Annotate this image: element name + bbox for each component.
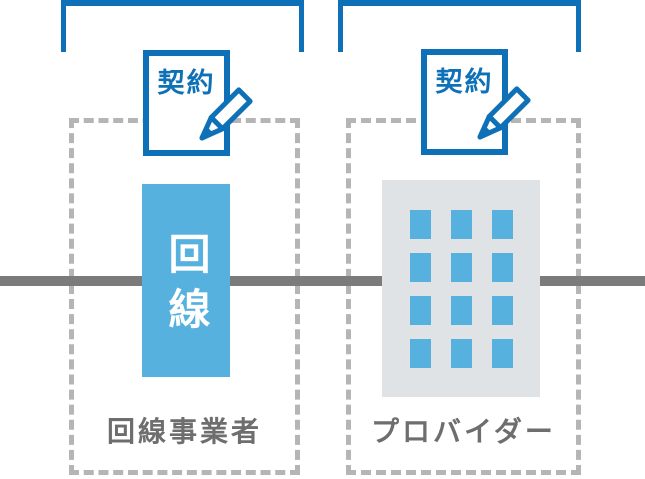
network-line xyxy=(0,276,645,286)
building-window xyxy=(491,253,513,282)
building-window xyxy=(450,296,472,325)
building-window xyxy=(450,210,472,239)
line-block: 回線 xyxy=(142,184,230,377)
building-window xyxy=(409,210,431,239)
pencil-icon xyxy=(199,87,253,141)
contract-label: 契約 xyxy=(157,68,216,98)
building-window xyxy=(409,339,431,368)
right-bracket xyxy=(338,0,581,52)
provider-label: プロバイダー xyxy=(371,416,556,447)
building-window xyxy=(450,339,472,368)
building-window xyxy=(409,253,431,282)
building-icon xyxy=(382,180,540,397)
building-window xyxy=(491,210,513,239)
left-bracket xyxy=(61,0,304,52)
building-window xyxy=(409,296,431,325)
building-window xyxy=(491,296,513,325)
building-window xyxy=(491,339,513,368)
line-block-label: 回線 xyxy=(163,232,210,342)
building-window xyxy=(450,253,472,282)
pencil-icon xyxy=(477,86,531,140)
carrier-label: 回線事業者 xyxy=(106,416,262,447)
contract-label: 契約 xyxy=(435,67,494,97)
